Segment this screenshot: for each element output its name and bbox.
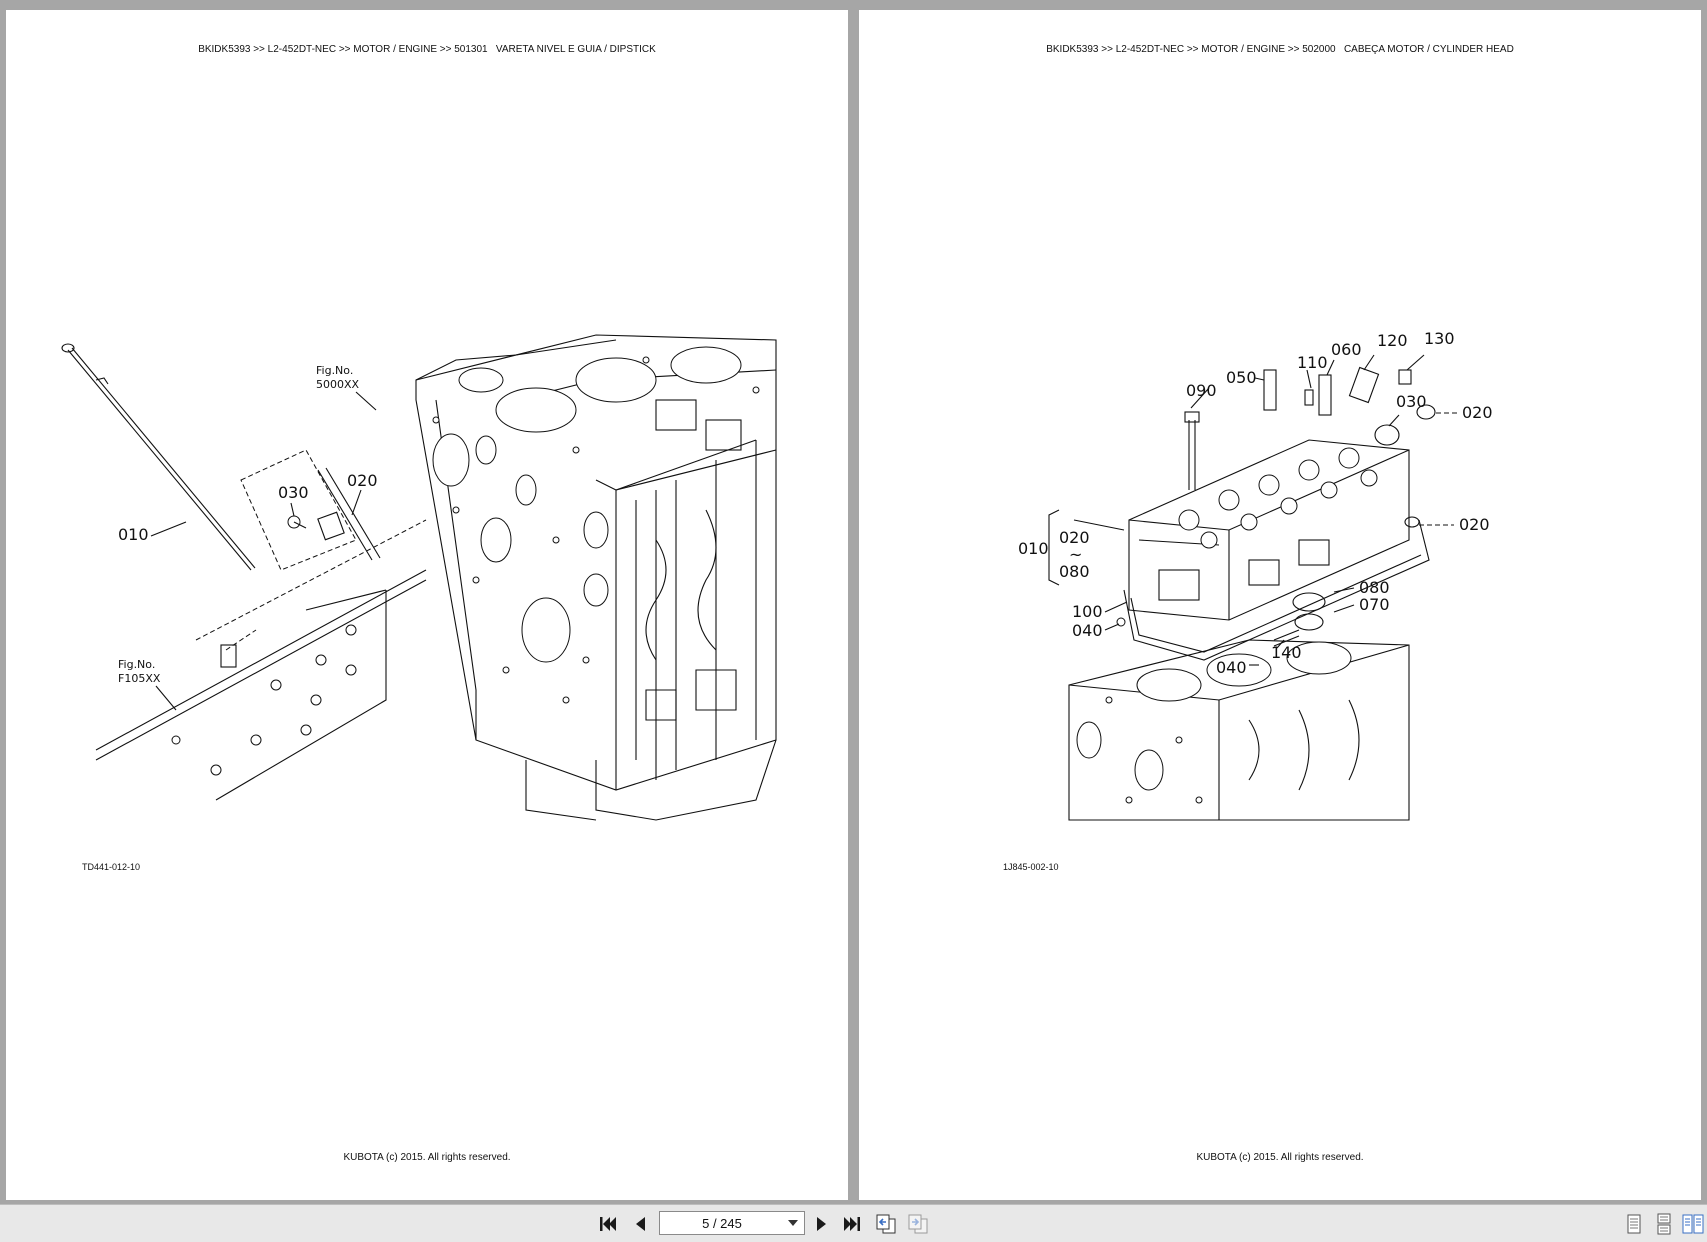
callout-100: 100 [1072,602,1103,621]
engine-block-drawing [415,334,777,821]
callout-080: 080 [1359,578,1390,597]
two-page-view-icon[interactable] [1681,1212,1705,1236]
page-footer: KUBOTA (c) 2015. All rights reserved. [343,1152,511,1163]
page-footer: KUBOTA (c) 2015. All rights reserved. [1196,1152,1364,1163]
viewer-toolbar [0,1204,1707,1242]
single-page-view-icon[interactable] [1622,1212,1646,1236]
previous-page-icon[interactable] [628,1212,652,1236]
callout-130: 130 [1424,329,1455,348]
callout-040: 040 [1072,621,1103,640]
chevron-down-icon[interactable] [784,1212,802,1234]
fig-ref-line1: Fig.No. [118,658,155,671]
dipstick-drawing [61,343,256,571]
leader-lines [1048,354,1459,666]
callout-120: 120 [1377,331,1408,350]
callout-110: 110 [1297,353,1328,372]
go-forward-view-icon[interactable] [906,1212,930,1236]
callout-040: 040 [1216,658,1247,677]
frame-drawing [95,519,427,801]
callout-050: 050 [1226,368,1257,387]
page-header: BKIDK5393 >> L2-452DT-NEC >> MOTOR / ENG… [198,44,656,55]
callout-070: 070 [1359,595,1390,614]
fig-ref-line1: Fig.No. [316,364,353,377]
figure-code: 1J845-002-10 [1003,862,1059,872]
document-page-right: BKIDK5393 >> L2-452DT-NEC >> MOTOR / ENG… [859,10,1701,1200]
page-header: BKIDK5393 >> L2-452DT-NEC >> MOTOR / ENG… [1046,44,1514,55]
callout-020: 020 [1459,515,1490,534]
head-gasket-drawing [1123,516,1430,661]
callout-030: 030 [1396,392,1427,411]
callout-010: 010 [118,525,149,544]
bolts-drawing [1116,366,1436,670]
page-number-input[interactable] [660,1212,784,1234]
callout-020: 020 [1462,403,1493,422]
first-page-icon[interactable] [596,1212,620,1236]
document-page-left: BKIDK5393 >> L2-452DT-NEC >> MOTOR / ENG… [6,10,848,1200]
callout-140: 140 [1271,643,1302,662]
fig-ref-line2: F105XX [118,672,161,685]
last-page-icon[interactable] [840,1212,864,1236]
cylinder-head-diagram: 010 020 ~ 080 090 050 110 060 120 130 03… [959,329,1659,900]
callout-080: 080 [1059,562,1090,581]
callout-020: 020 [1059,528,1090,547]
engine-block-drawing [1068,639,1410,821]
callout-010: 010 [1018,539,1049,558]
callout-range-separator: ~ [1069,545,1082,564]
next-page-icon[interactable] [810,1212,834,1236]
go-back-view-icon[interactable] [874,1212,898,1236]
callout-060: 060 [1331,340,1362,359]
continuous-view-icon[interactable] [1652,1212,1676,1236]
cylinder-head-drawing [1128,439,1410,621]
dipstick-diagram: 010 020 030 Fig.No. 5000XX Fig.No. F105X… [56,334,816,900]
callout-030: 030 [278,483,309,502]
callout-020: 020 [347,471,378,490]
guide-tube-drawing [240,449,381,571]
callout-090: 090 [1186,381,1217,400]
fig-ref-line2: 5000XX [316,378,360,391]
page-number-field[interactable] [659,1211,805,1235]
figure-code: TD441-012-10 [82,862,141,872]
